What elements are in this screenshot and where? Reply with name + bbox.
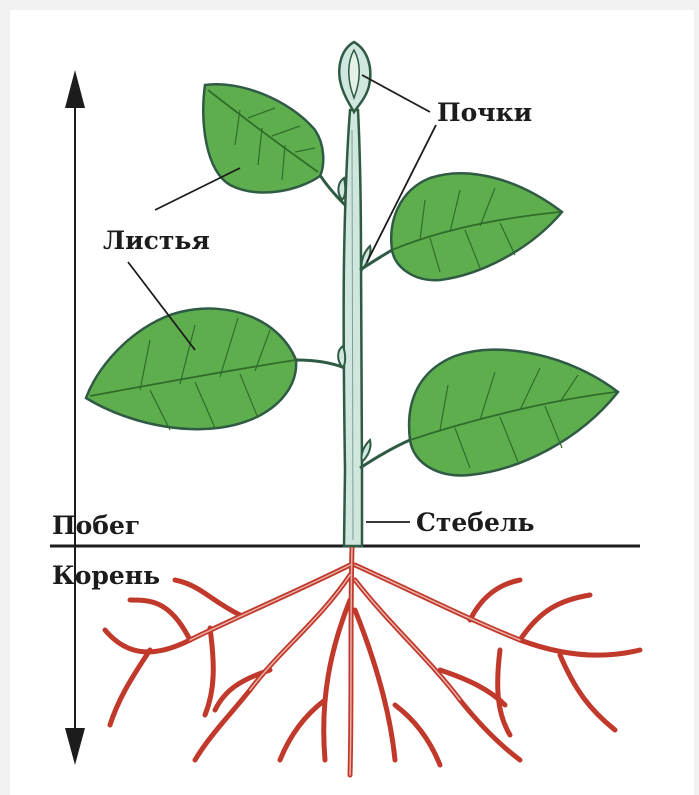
label-buds: Почки [437,100,532,125]
height-arrow-top-head [65,70,85,108]
leaf-upper-left [203,84,323,192]
leaf-upper-right [391,173,562,280]
leaf-middle-right [409,350,618,476]
stem [344,110,362,546]
pointer-buds-apical [362,75,430,112]
height-arrow-bottom-head [65,728,85,765]
label-leaves: Листья [103,228,210,253]
height-arrow [65,70,85,765]
label-shoot: Побег [52,513,140,538]
pointer-leaves-upper [155,168,240,210]
leaf-middle-left [86,309,296,430]
label-stem: Стебель [416,510,534,535]
label-root: Корень [52,563,160,588]
root-system [105,548,640,775]
